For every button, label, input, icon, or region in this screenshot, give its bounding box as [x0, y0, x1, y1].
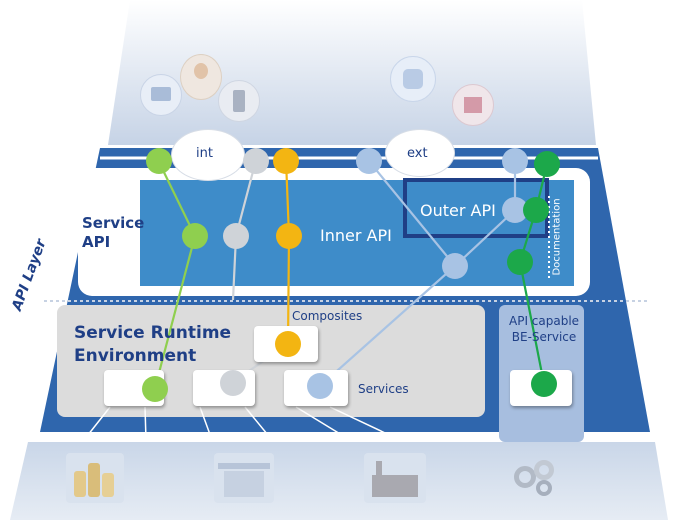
pos-terminal-icon [140, 74, 182, 116]
green-node-top[interactable] [146, 148, 172, 174]
inner-api-label: Inner API [320, 226, 392, 245]
green-node-mid[interactable] [182, 223, 208, 249]
orange-node-mid[interactable] [276, 223, 302, 249]
backend-band [10, 442, 668, 520]
gray-node-mid[interactable] [223, 223, 249, 249]
documentation-label: Documentation [551, 198, 563, 276]
darkgreen-node-mid[interactable] [507, 249, 533, 275]
person-avatar-icon [180, 54, 222, 100]
runtime-label: Service Runtime Environment [74, 323, 232, 366]
orange-node-bottom[interactable] [275, 331, 301, 357]
backend-connectors [83, 406, 401, 441]
api-capable-label: API capable BE-Service [509, 314, 580, 344]
composites-label: Composites [292, 309, 363, 323]
smartphone-icon [218, 80, 260, 122]
gas-station-icon [214, 453, 274, 503]
gray-node-top[interactable] [243, 148, 269, 174]
service-api-label: Service API [82, 214, 145, 251]
retail-store-icon [452, 84, 494, 126]
darkgreen-link [518, 163, 549, 385]
darkgreen-node-bottom[interactable] [531, 371, 557, 397]
ext-oval[interactable] [386, 130, 454, 176]
outer-api-label: Outer API [420, 201, 496, 220]
lightblue-node-top-right[interactable] [502, 148, 528, 174]
lightblue-node-inner[interactable] [442, 253, 468, 279]
ext-label: ext [407, 146, 428, 161]
factory-icon [364, 453, 426, 503]
darkgreen-node-top[interactable] [534, 151, 560, 177]
lightblue-node-bottom[interactable] [307, 373, 333, 399]
lightblue-node-top-left[interactable] [356, 148, 382, 174]
darkgreen-node-outer[interactable] [523, 197, 549, 223]
app-store-icon [390, 56, 436, 102]
inner-api-area [140, 180, 574, 286]
gray-node-bottom[interactable] [220, 370, 246, 396]
int-label: int [196, 146, 213, 161]
coins-icon [66, 453, 124, 503]
green-node-bottom[interactable] [142, 376, 168, 402]
services-label: Services [358, 382, 409, 396]
gears-icon [510, 456, 560, 500]
orange-node-top[interactable] [273, 148, 299, 174]
int-oval[interactable] [172, 130, 244, 180]
